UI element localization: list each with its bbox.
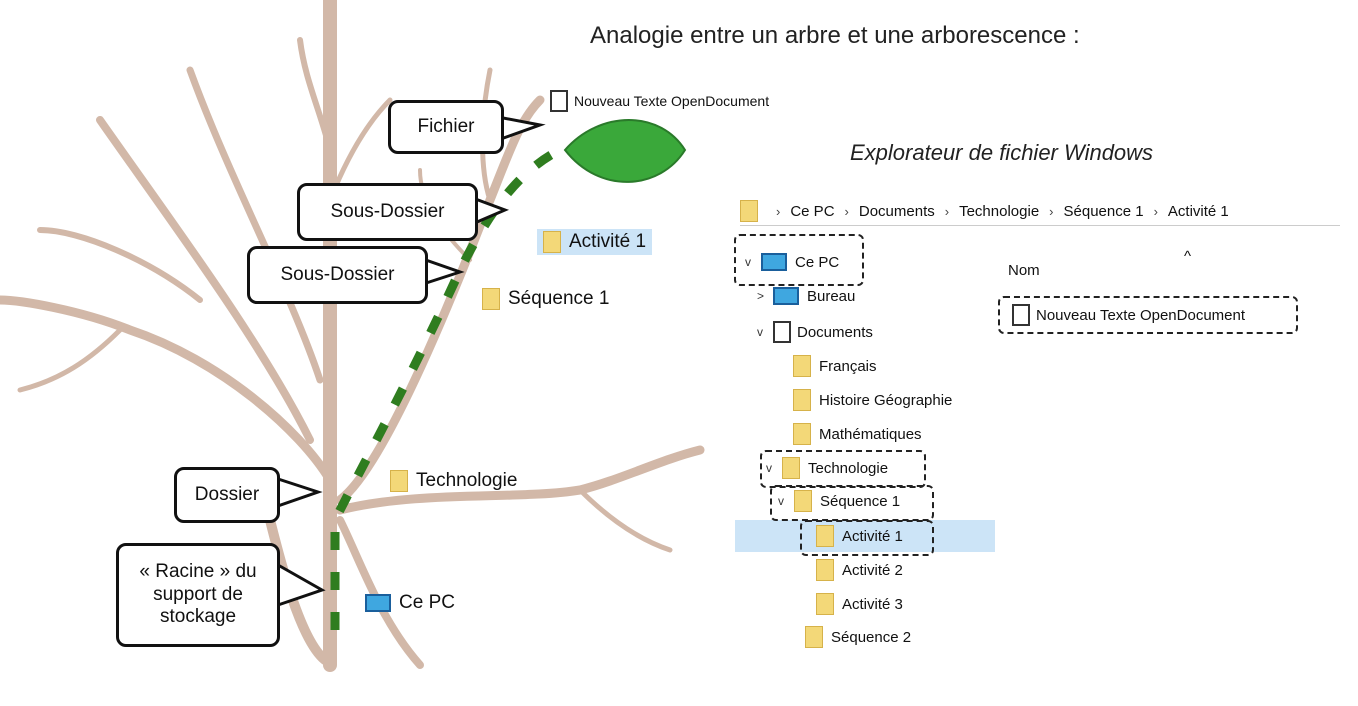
- folder-icon: [816, 525, 834, 547]
- file-highlight: [998, 296, 1298, 334]
- folder-icon: [543, 231, 561, 253]
- tree-sequence-label: Séquence 1: [482, 288, 609, 310]
- folder-icon: [793, 423, 811, 445]
- document-icon: [550, 90, 568, 112]
- chevron-down-icon[interactable]: v: [745, 255, 751, 269]
- breadcrumb-item[interactable]: Ce PC: [790, 202, 835, 220]
- cepc-highlight: [734, 234, 864, 286]
- tree-activite-text: Activité 1: [569, 231, 647, 252]
- breadcrumb: › Ce PC › Documents › Technologie › Séquence…: [740, 197, 1340, 226]
- page-title: Analogie entre un arbre et une arboresce…: [590, 22, 1080, 49]
- tree-technologie-label: Technologie: [390, 470, 517, 492]
- path-to-file: [330, 145, 563, 630]
- chevron-down-icon[interactable]: v: [766, 461, 772, 475]
- folder-icon: [390, 470, 408, 492]
- nav-item-label: Bureau: [807, 287, 856, 305]
- nav-item[interactable]: v Documents: [757, 321, 873, 343]
- nav-item-label: Activité 2: [842, 561, 903, 579]
- nav-item[interactable]: Histoire Géographie: [793, 389, 952, 411]
- callout-dossier: Dossier: [174, 467, 280, 523]
- documents-icon: [773, 321, 791, 343]
- tree-sequence-text: Séquence 1: [508, 288, 610, 309]
- nav-item[interactable]: v Technologie: [766, 457, 888, 479]
- nav-item[interactable]: Séquence 2: [805, 626, 911, 648]
- technologie-highlight: [760, 450, 926, 488]
- document-icon: [1012, 304, 1030, 326]
- chevron-down-icon[interactable]: v: [778, 494, 784, 508]
- folder-icon: [794, 490, 812, 512]
- sort-icon[interactable]: ^: [1184, 248, 1192, 265]
- tree-cepc-text: Ce PC: [399, 592, 455, 613]
- tree-activite-label: Activité 1: [537, 229, 653, 255]
- tree-cepc-label: Ce PC: [365, 592, 455, 614]
- nav-item-label: Français: [819, 357, 877, 375]
- nav-item-label: Ce PC: [795, 253, 840, 271]
- callout-pointers: [271, 115, 546, 607]
- nav-item[interactable]: Activité 3: [816, 593, 903, 615]
- nav-item-label: Histoire Géographie: [819, 391, 953, 409]
- breadcrumb-item[interactable]: Séquence 1: [1063, 202, 1144, 220]
- breadcrumb-separator: ›: [1049, 203, 1054, 219]
- folder-icon: [816, 593, 834, 615]
- breadcrumb-item[interactable]: Activité 1: [1167, 202, 1229, 220]
- folder-icon: [482, 288, 500, 310]
- nav-item-label: Activité 3: [842, 595, 903, 613]
- chevron-down-icon[interactable]: v: [757, 325, 763, 339]
- folder-icon: [805, 626, 823, 648]
- pc-icon: [365, 594, 391, 612]
- callout-sous-dossier-1: Sous-Dossier: [297, 183, 478, 241]
- nav-item[interactable]: Français: [793, 355, 877, 377]
- breadcrumb-separator: ›: [944, 203, 950, 219]
- nav-item-label: Documents: [797, 323, 873, 341]
- column-header-nom[interactable]: Nom: [1008, 262, 1040, 279]
- folder-icon: [793, 389, 811, 411]
- nav-item[interactable]: > Bureau: [757, 287, 855, 305]
- nav-item[interactable]: v Ce PC: [745, 253, 839, 271]
- nav-item[interactable]: Mathématiques: [793, 423, 922, 445]
- breadcrumb-separator: ›: [776, 203, 781, 219]
- file-item[interactable]: Nouveau Texte OpenDocument: [1012, 304, 1245, 326]
- tree-technologie-text: Technologie: [416, 470, 518, 491]
- sequence-highlight: [770, 485, 934, 521]
- nav-item-label: Mathématiques: [819, 425, 922, 443]
- breadcrumb-separator: ›: [844, 203, 849, 219]
- callout-fichier: Fichier: [388, 100, 504, 154]
- pc-icon: [761, 253, 787, 271]
- selection-highlight: [735, 520, 995, 552]
- nav-item-label: Activité 1: [842, 527, 903, 545]
- folder-icon: [816, 559, 834, 581]
- folder-icon: [782, 457, 800, 479]
- callout-racine: « Racine » du support de stockage: [116, 543, 280, 647]
- nav-item-label: Technologie: [808, 459, 889, 477]
- breadcrumb-item[interactable]: Documents: [858, 202, 935, 220]
- nav-item[interactable]: Activité 2: [816, 559, 903, 581]
- explorer-subtitle: Explorateur de fichier Windows: [850, 140, 1154, 165]
- folder-icon: [740, 200, 758, 222]
- desktop-icon: [773, 287, 799, 305]
- nav-item[interactable]: v Séquence 1: [778, 490, 900, 512]
- chevron-right-icon[interactable]: >: [757, 289, 765, 303]
- breadcrumb-item[interactable]: Technologie: [959, 202, 1040, 220]
- leaf-icon: [563, 119, 687, 183]
- breadcrumb-separator: ›: [1153, 203, 1158, 219]
- activite-highlight: [800, 520, 934, 556]
- callout-sous-dossier-2: Sous-Dossier: [247, 246, 428, 304]
- tree-file-text: Nouveau Texte OpenDocument: [574, 93, 770, 109]
- nav-item[interactable]: Activité 1: [816, 525, 903, 547]
- tree-file-label: Nouveau Texte OpenDocument: [550, 90, 769, 112]
- folder-icon: [793, 355, 811, 377]
- file-item-label: Nouveau Texte OpenDocument: [1036, 306, 1246, 324]
- nav-item-label: Séquence 2: [831, 628, 912, 646]
- nav-item-label: Séquence 1: [820, 492, 901, 510]
